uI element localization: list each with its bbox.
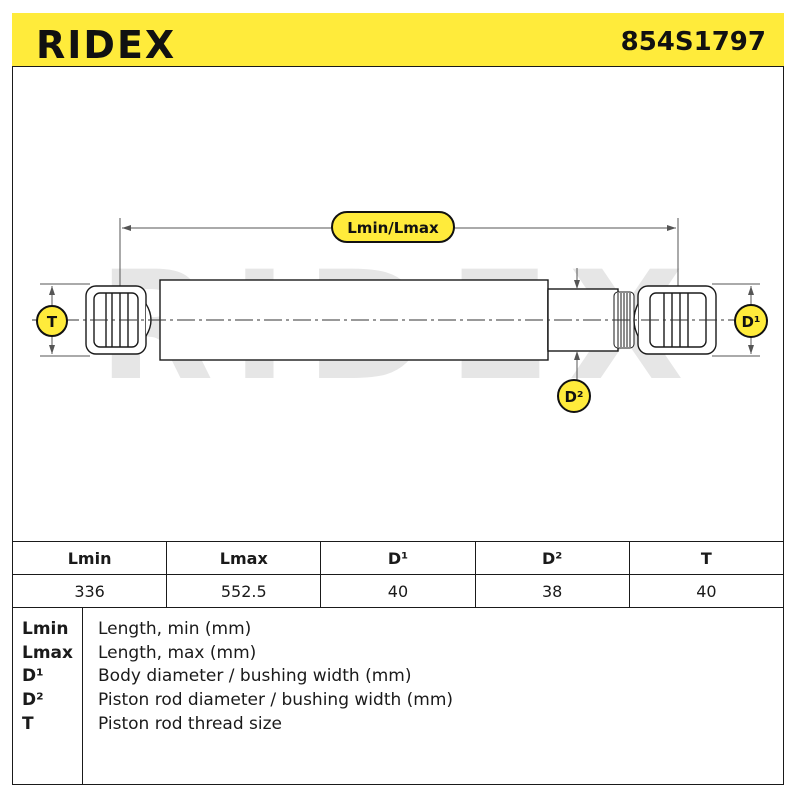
header-lmin: Lmin: [11, 541, 168, 575]
specs-value-row: 336 552.5 40 38 40: [11, 574, 785, 608]
length-label: Lmin/Lmax: [347, 219, 439, 237]
value-d2: 38: [474, 574, 630, 608]
legend-key: D²: [22, 690, 44, 710]
brand-logo: RIDEX: [36, 23, 177, 67]
thread-label: T: [47, 313, 58, 331]
header-d2: D²: [474, 541, 630, 575]
legend-key: Lmin: [22, 619, 69, 639]
thread-label-badge: T: [36, 305, 68, 337]
legend-key: T: [22, 714, 34, 734]
body-diameter-label: D¹: [741, 313, 760, 331]
specs-header-row: Lmin Lmax D¹ D² T: [11, 541, 785, 575]
header-t: T: [628, 541, 785, 575]
legend-divider: [82, 607, 83, 785]
value-d1: 40: [320, 574, 476, 608]
rod-diameter-label: D²: [564, 388, 583, 406]
legend-desc: Length, max (mm): [98, 643, 257, 663]
header-bar: RIDEX 854S1797: [12, 13, 784, 67]
value-lmin: 336: [11, 574, 168, 608]
legend-key: Lmax: [22, 643, 73, 663]
header-d1: D¹: [320, 541, 476, 575]
length-label-badge: Lmin/Lmax: [331, 211, 455, 243]
value-lmax: 552.5: [166, 574, 322, 608]
legend: Lmin Length, min (mm) Lmax Length, max (…: [12, 607, 784, 785]
header-lmax: Lmax: [166, 541, 322, 575]
legend-desc: Piston rod diameter / bushing width (mm): [98, 690, 454, 710]
legend-key: D¹: [22, 666, 44, 686]
rod-diameter-label-badge: D²: [557, 379, 591, 413]
value-t: 40: [628, 574, 785, 608]
legend-desc: Body diameter / bushing width (mm): [98, 666, 412, 686]
legend-desc: Piston rod thread size: [98, 714, 283, 734]
body-diameter-label-badge: D¹: [734, 304, 768, 338]
shock-absorber-diagram: RIDEX Lmin/Lmax: [32, 211, 768, 414]
part-number: 854S1797: [620, 27, 766, 57]
specs-table: Lmin Lmax D¹ D² T 336 552.5 40 38 40: [11, 541, 785, 608]
legend-desc: Length, min (mm): [98, 619, 252, 639]
